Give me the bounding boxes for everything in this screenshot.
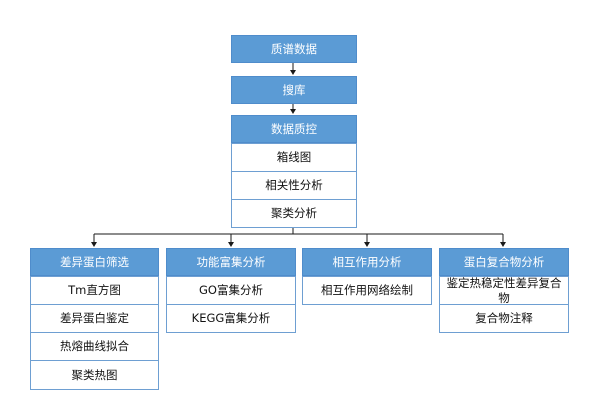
branch2-item-go-enrichment: GO富集分析: [166, 276, 296, 305]
branch1-item-cluster-heatmap: 聚类热图: [30, 360, 159, 390]
branch4-item-complex-annotation: 复合物注释: [439, 304, 569, 333]
branch-header-complex-analysis: 蛋白复合物分析: [439, 248, 569, 276]
qc-item-correlation: 相关性分析: [231, 171, 357, 200]
branch4-item-identify-complexes: 鉴定热稳定性差异复合物: [439, 276, 569, 305]
arrowhead-branch-3: [364, 242, 370, 247]
arrowhead-step2: [290, 70, 296, 75]
branch1-item-tm-histogram: Tm直方图: [30, 276, 159, 305]
branch1-item-differential-identification: 差异蛋白鉴定: [30, 304, 159, 333]
branch3-item-network-drawing: 相互作用网络绘制: [302, 276, 432, 305]
node-mass-spec-data: 质谱数据: [231, 35, 357, 63]
qc-item-clustering: 聚类分析: [231, 199, 357, 228]
arrowhead-branch-2: [228, 242, 234, 247]
branch2-item-kegg-enrichment: KEGG富集分析: [166, 304, 296, 333]
qc-item-boxplot: 箱线图: [231, 143, 357, 172]
node-database-search: 搜库: [231, 76, 357, 104]
branch1-item-melting-curve-fit: 热熔曲线拟合: [30, 332, 159, 361]
arrowhead-qc: [290, 109, 296, 114]
branch-header-interaction-analysis: 相互作用分析: [302, 248, 432, 276]
arrowhead-branch-4: [500, 242, 506, 247]
branch-header-functional-enrichment: 功能富集分析: [166, 248, 296, 276]
arrowhead-branch-1: [91, 242, 97, 247]
node-data-qc-header: 数据质控: [231, 115, 357, 143]
branch-header-differential-screening: 差异蛋白筛选: [30, 248, 159, 276]
